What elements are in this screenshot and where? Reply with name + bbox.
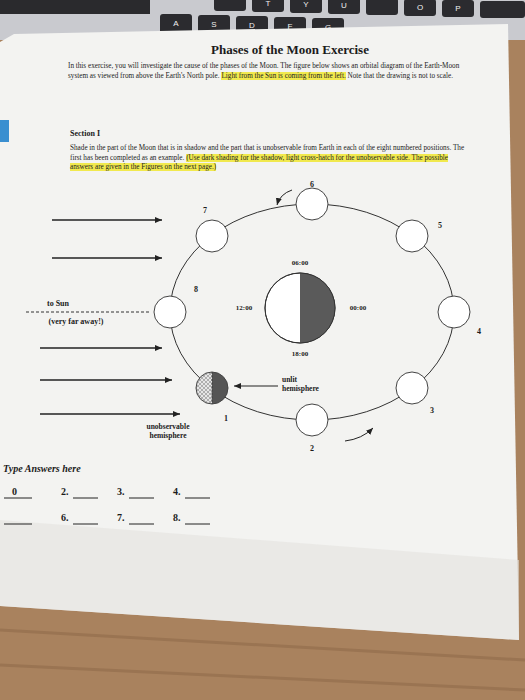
callout-number: 7: [203, 206, 207, 215]
callout-number: 1: [224, 414, 228, 423]
worksheet-title: Phases of the Moon Exercise: [211, 42, 369, 58]
answers-heading: Type Answers here: [3, 463, 81, 475]
sun-label: (very far away!): [49, 317, 104, 326]
key-letter: A: [173, 19, 178, 28]
time-label: 12:00: [236, 304, 252, 312]
key: [0, 0, 150, 14]
paragraph-text: Note that the drawing is not to scale.: [348, 72, 453, 80]
callout-number: 5: [438, 221, 442, 230]
paper-sheet: [0, 24, 519, 640]
earth-outline: [265, 273, 335, 343]
answer-number: 8.: [173, 512, 181, 524]
sticker: [0, 120, 9, 142]
key-letter: Y: [303, 0, 308, 9]
callout-label: unobservable hemisphere: [131, 423, 205, 440]
paragraph: Shade in the part of the Moon that is in…: [70, 144, 470, 173]
key-letter: S: [211, 20, 216, 29]
key-letter: D: [249, 21, 255, 30]
paragraph: In this exercise, you will investigate t…: [68, 62, 478, 81]
key-letter: T: [266, 0, 271, 9]
key-letter: P: [455, 4, 460, 13]
highlighted-text: Light from the Sun is coming from the le…: [221, 72, 345, 80]
callout-number: 8: [194, 285, 198, 294]
earth: [265, 273, 335, 343]
leader-arrow: [234, 385, 278, 386]
answer-number: 2.: [61, 486, 69, 498]
answer-number: 4.: [173, 486, 181, 498]
moon-positions: [154, 188, 470, 436]
time-label: 06:00: [292, 259, 308, 267]
callout-number: 6: [310, 180, 314, 189]
answer-number: 7.: [117, 512, 125, 524]
earth-night-side: [300, 273, 335, 343]
callout-label: unlit hemisphere: [282, 376, 334, 393]
sun-direction-line: [26, 312, 150, 313]
key-letter: F: [288, 22, 293, 31]
callout-number: 3: [430, 406, 434, 415]
orbit-direction-arrow: [345, 428, 373, 441]
moon-orbit: [170, 204, 454, 420]
answer-blanks: [4, 498, 210, 524]
time-label: 00:00: [350, 304, 366, 312]
answer-number: 3.: [117, 486, 125, 498]
key-letter: O: [417, 3, 423, 12]
answer-text: 0: [12, 486, 17, 498]
time-label: 18:00: [292, 350, 308, 358]
paper-shadow: [0, 520, 519, 640]
section-heading: Section I: [70, 129, 100, 138]
callout-number: 4: [477, 327, 481, 336]
wood-grain: [0, 630, 525, 690]
key-letter: U: [341, 1, 347, 10]
moon-example: [196, 372, 228, 404]
callout-number: 2: [310, 444, 314, 453]
key-letter: G: [325, 23, 331, 32]
sun-label: to Sun: [47, 299, 69, 308]
orbit-direction-arrow: [277, 190, 292, 205]
answer-number: 6.: [61, 512, 69, 524]
